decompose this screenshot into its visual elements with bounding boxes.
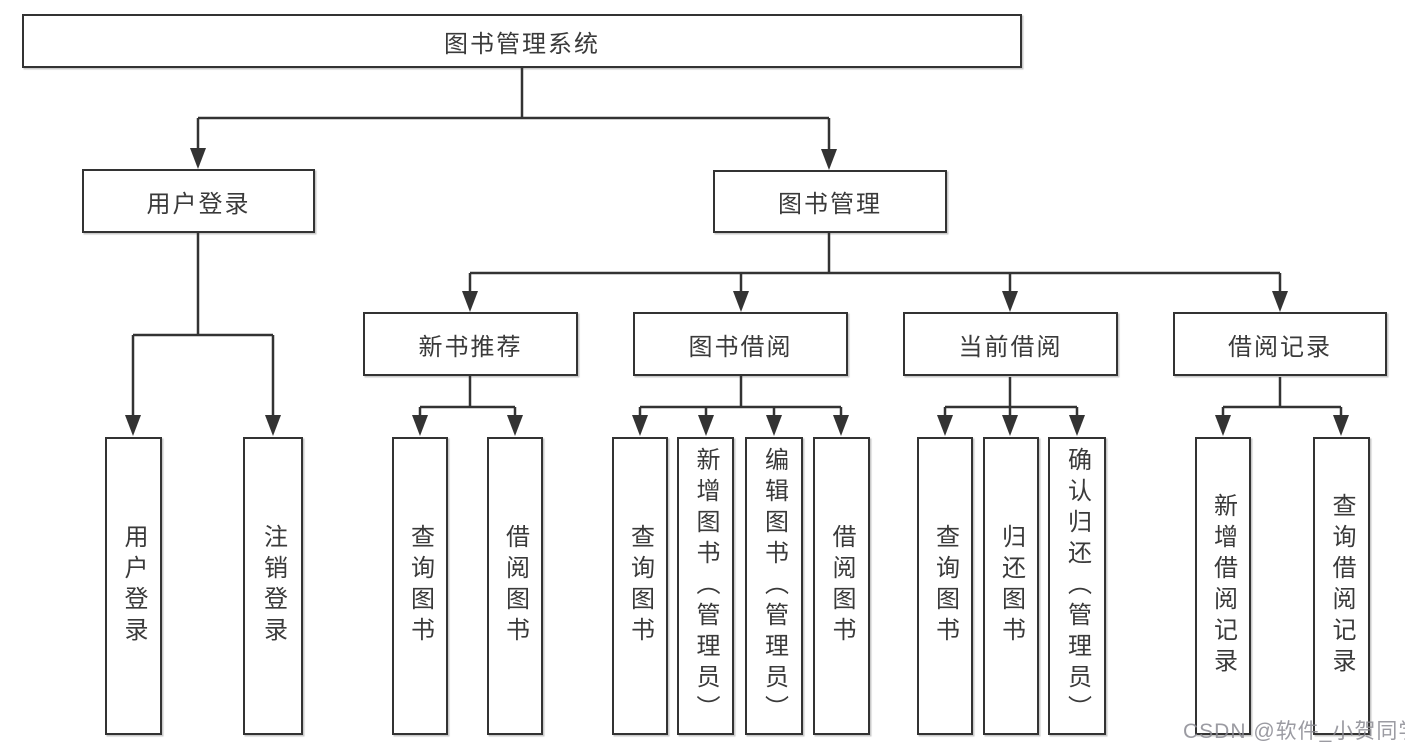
arrow-down-icon [462,291,478,312]
arrow-down-icon [833,415,849,436]
connector-root-branch [196,68,831,151]
arrow-down-icon [1069,415,1085,436]
arrow-down-icon [125,415,141,436]
connector-user-login-branch [131,233,275,417]
leaf-record-add-label: 新增借阅记录 [1209,493,1237,679]
arrow-down-icon [937,415,953,436]
leaf-newbook-borrow-label: 借阅图书 [501,524,529,648]
arrow-down-icon [632,415,648,436]
leaf-newbook-borrow: 借阅图书 [487,437,543,735]
leaf-borrow-edit-admin: 编辑图书（管理员） [745,437,803,735]
arrow-down-icon [1002,415,1018,436]
connector-new-book-branch [418,376,517,417]
arrow-down-icon [1215,415,1231,436]
leaf-borrow-edit-admin-label: 编辑图书（管理员） [760,446,788,726]
csdn-watermark: CSDN @软件_小贺同学 [1183,720,1405,743]
leaf-current-return: 归还图书 [983,437,1039,735]
leaf-newbook-query-label: 查询图书 [406,524,434,648]
leaf-record-add: 新增借阅记录 [1195,437,1251,735]
arrow-down-icon [412,415,428,436]
leaf-user-login: 用户登录 [105,437,162,735]
arrow-down-icon [1333,415,1349,436]
node-book-borrow-label: 图书借阅 [688,333,793,361]
leaf-record-query-label: 查询借阅记录 [1328,493,1355,679]
leaf-current-query: 查询图书 [917,437,973,735]
leaf-current-confirm-admin-label: 确认归还（管理员） [1063,446,1091,726]
node-new-book-recommend-label: 新书推荐 [418,333,523,361]
node-user-login: 用户登录 [82,169,315,233]
connector-borrow-record-branch [1221,377,1343,417]
node-borrow-record-label: 借阅记录 [1228,333,1332,361]
leaf-logout: 注销登录 [243,437,303,735]
leaf-user-login-label: 用户登录 [120,524,147,648]
connector-current-borrow-branch [943,377,1079,417]
node-book-management-label: 图书管理 [778,191,882,218]
node-root-system-label: 图书管理系统 [444,30,600,58]
arrow-down-icon [1002,291,1018,312]
arrow-down-icon [190,148,206,169]
leaf-borrow-query-label: 查询图书 [626,524,654,648]
connector-book-mgmt-branch [468,233,1282,293]
node-borrow-record: 借阅记录 [1173,312,1387,376]
leaf-borrow-book-label: 借阅图书 [828,524,855,648]
leaf-current-return-label: 归还图书 [997,524,1025,648]
arrow-down-icon [698,415,714,436]
leaf-borrow-add-admin: 新增图书（管理员） [677,437,734,735]
leaf-borrow-query: 查询图书 [612,437,668,735]
leaf-newbook-query: 查询图书 [392,437,448,735]
leaf-record-query: 查询借阅记录 [1313,437,1370,735]
node-user-login-label: 用户登录 [146,190,251,218]
leaf-current-confirm-admin: 确认归还（管理员） [1048,437,1106,735]
node-current-borrow: 当前借阅 [903,312,1118,376]
arrow-down-icon [1272,291,1288,312]
leaf-borrow-add-admin-label: 新增图书（管理员） [692,446,719,726]
connector-book-borrow-branch [638,376,843,417]
arrow-down-icon [265,415,281,436]
arrowheads [125,148,1349,436]
leaf-borrow-book: 借阅图书 [813,437,870,735]
node-root-system: 图书管理系统 [22,14,1022,68]
node-new-book-recommend: 新书推荐 [363,312,578,376]
leaf-logout-label: 注销登录 [259,524,287,648]
node-current-borrow-label: 当前借阅 [958,333,1063,361]
arrow-down-icon [821,149,837,170]
leaf-current-query-label: 查询图书 [931,524,959,648]
node-book-management: 图书管理 [713,170,947,233]
arrow-down-icon [507,415,523,436]
node-book-borrow: 图书借阅 [633,312,848,376]
arrow-down-icon [766,415,782,436]
arrow-down-icon [733,291,749,312]
